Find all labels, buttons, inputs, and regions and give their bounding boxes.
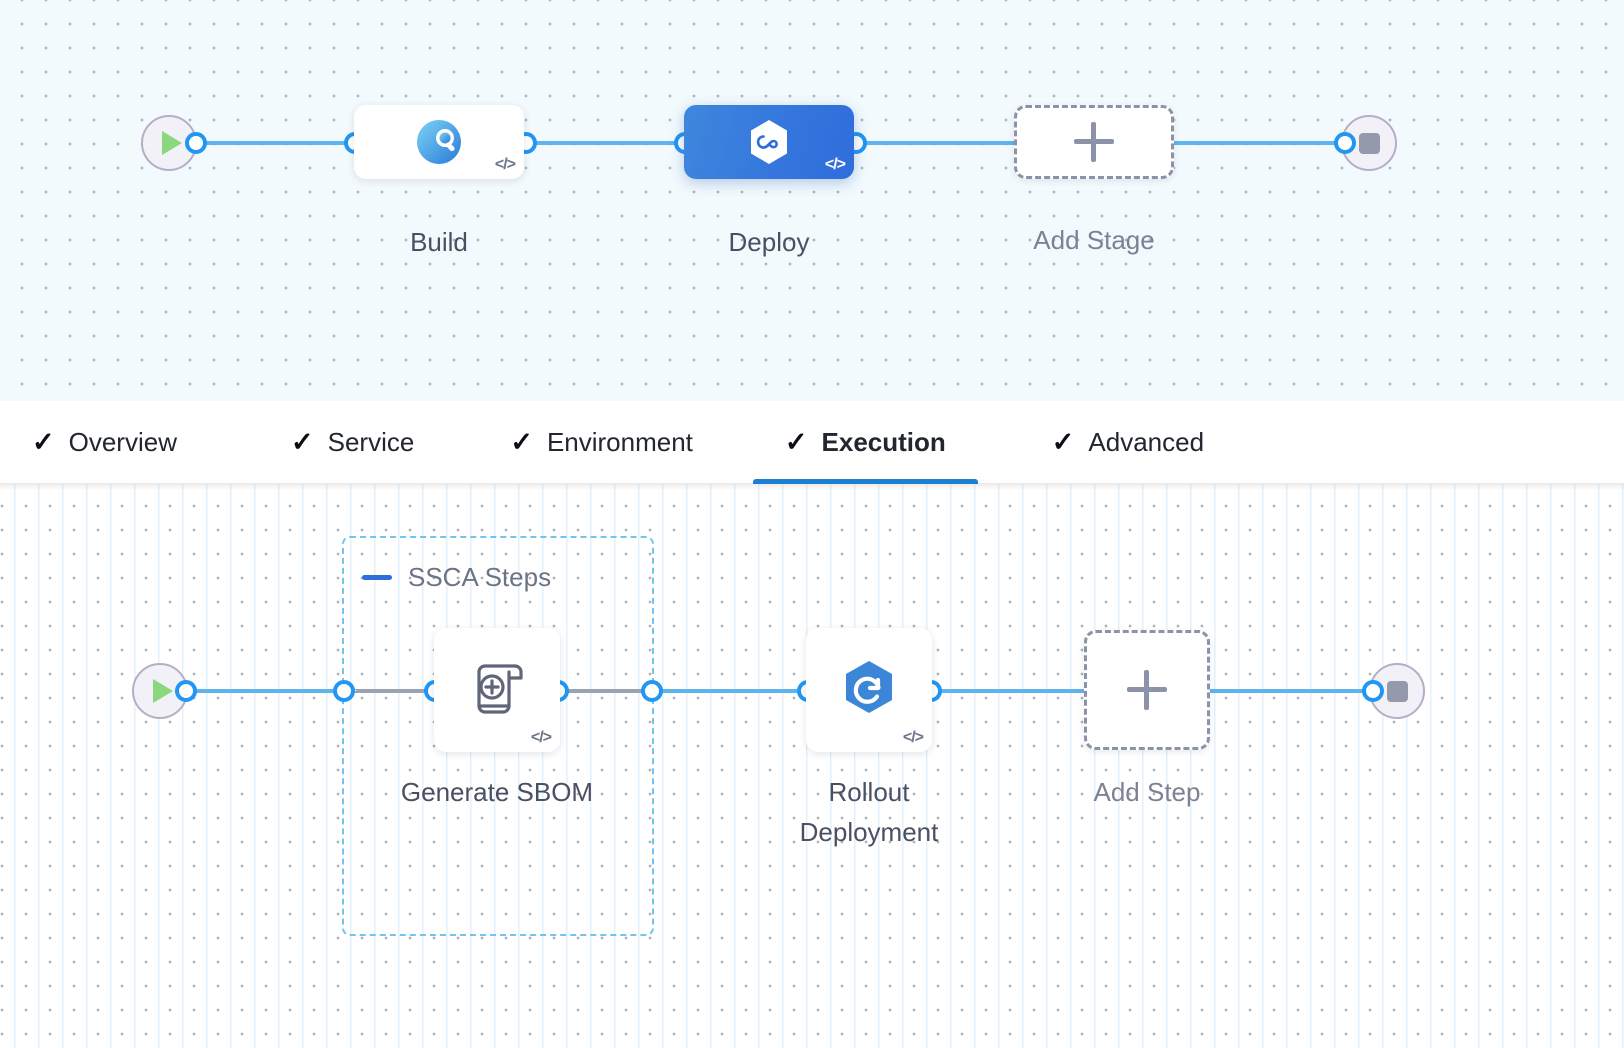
edge-addstep-to-end bbox=[1205, 689, 1371, 693]
stage-node-deploy[interactable]: </> bbox=[684, 105, 854, 179]
code-badge[interactable]: </> bbox=[530, 729, 552, 746]
tab-label: Advanced bbox=[1088, 426, 1205, 457]
port-exec-end-in[interactable] bbox=[1362, 680, 1384, 702]
edge-group-in-dashed bbox=[352, 689, 430, 693]
check-icon: ✓ bbox=[32, 426, 55, 457]
execution-steps-canvas[interactable]: SSCA Steps bbox=[0, 484, 1624, 1048]
minus-icon[interactable] bbox=[362, 575, 392, 580]
stage-node-build[interactable]: </> bbox=[354, 105, 524, 179]
edge-deploy-to-addstage bbox=[845, 141, 1030, 145]
edge-group-out-dashed bbox=[562, 689, 648, 693]
edge-group-to-rollout bbox=[650, 689, 814, 693]
step-node-generate-sbom[interactable]: </> bbox=[434, 628, 560, 752]
plus-icon bbox=[1127, 670, 1167, 710]
tab-label: Overview bbox=[68, 426, 177, 457]
add-step-button[interactable] bbox=[1084, 630, 1210, 750]
step-group-ssca-steps[interactable] bbox=[342, 536, 654, 936]
scroll-plus-icon bbox=[477, 664, 523, 714]
stages-canvas[interactable]: </> Build </> Deploy Add Stage bbox=[0, 0, 1624, 418]
stop-icon bbox=[1358, 132, 1380, 154]
step-label-rollout-deployment: Rollout Deployment bbox=[799, 777, 939, 848]
check-icon: ✓ bbox=[290, 426, 314, 457]
step-group-title: SSCA Steps bbox=[408, 562, 552, 592]
plus-icon bbox=[1074, 122, 1114, 162]
check-icon: ✓ bbox=[1051, 426, 1075, 457]
code-badge[interactable]: </> bbox=[824, 156, 846, 173]
tab-overview[interactable]: ✓ Overview bbox=[32, 401, 177, 484]
add-stage-label: Add Stage bbox=[1033, 225, 1155, 255]
stage-label-build: Build bbox=[410, 227, 468, 257]
tab-environment[interactable]: ✓ Environment bbox=[510, 401, 693, 484]
step-node-rollout-deployment[interactable]: </> bbox=[806, 628, 932, 752]
code-badge[interactable]: </> bbox=[902, 729, 924, 746]
tab-advanced[interactable]: ✓ Advanced bbox=[1052, 401, 1204, 484]
code-badge[interactable]: </> bbox=[494, 156, 516, 173]
tab-service[interactable]: ✓ Service bbox=[291, 401, 414, 484]
port-exec-start-out[interactable] bbox=[175, 680, 197, 702]
edge-addstage-to-end bbox=[1160, 141, 1360, 145]
port-end-in[interactable] bbox=[1334, 132, 1356, 154]
port-start-out[interactable] bbox=[185, 132, 207, 154]
step-label-generate-sbom: Generate SBOM bbox=[400, 777, 594, 807]
harness-hexagon-infinity-icon bbox=[751, 120, 787, 164]
stop-icon bbox=[1386, 680, 1408, 702]
step-group-header[interactable]: SSCA Steps bbox=[362, 562, 551, 593]
play-icon bbox=[161, 131, 182, 155]
edge-start-to-build bbox=[188, 141, 360, 145]
edge-build-to-deploy bbox=[520, 141, 700, 145]
edge-rollout-to-addstep bbox=[928, 689, 1090, 693]
blue-hexagon-rollout-icon bbox=[846, 661, 892, 713]
tab-label: Service bbox=[327, 426, 415, 457]
play-icon bbox=[152, 679, 173, 703]
check-icon: ✓ bbox=[784, 426, 808, 457]
check-icon: ✓ bbox=[510, 426, 533, 457]
port-group-out[interactable] bbox=[641, 680, 663, 702]
tab-label: Execution bbox=[821, 426, 946, 457]
active-tab-underline bbox=[752, 478, 978, 484]
add-step-label: Add Step bbox=[1093, 777, 1201, 807]
add-stage-button[interactable] bbox=[1014, 105, 1174, 179]
edge-start-to-group bbox=[178, 689, 346, 693]
build-gradient-circle-icon bbox=[417, 120, 461, 164]
stage-label-deploy: Deploy bbox=[728, 227, 810, 257]
stage-config-tabs: ✓ Overview ✓ Service ✓ Environment ✓ Exe… bbox=[0, 401, 1624, 484]
tab-label: Environment bbox=[546, 426, 693, 457]
tab-execution[interactable]: ✓ Execution bbox=[752, 401, 978, 484]
port-group-in[interactable] bbox=[333, 680, 355, 702]
